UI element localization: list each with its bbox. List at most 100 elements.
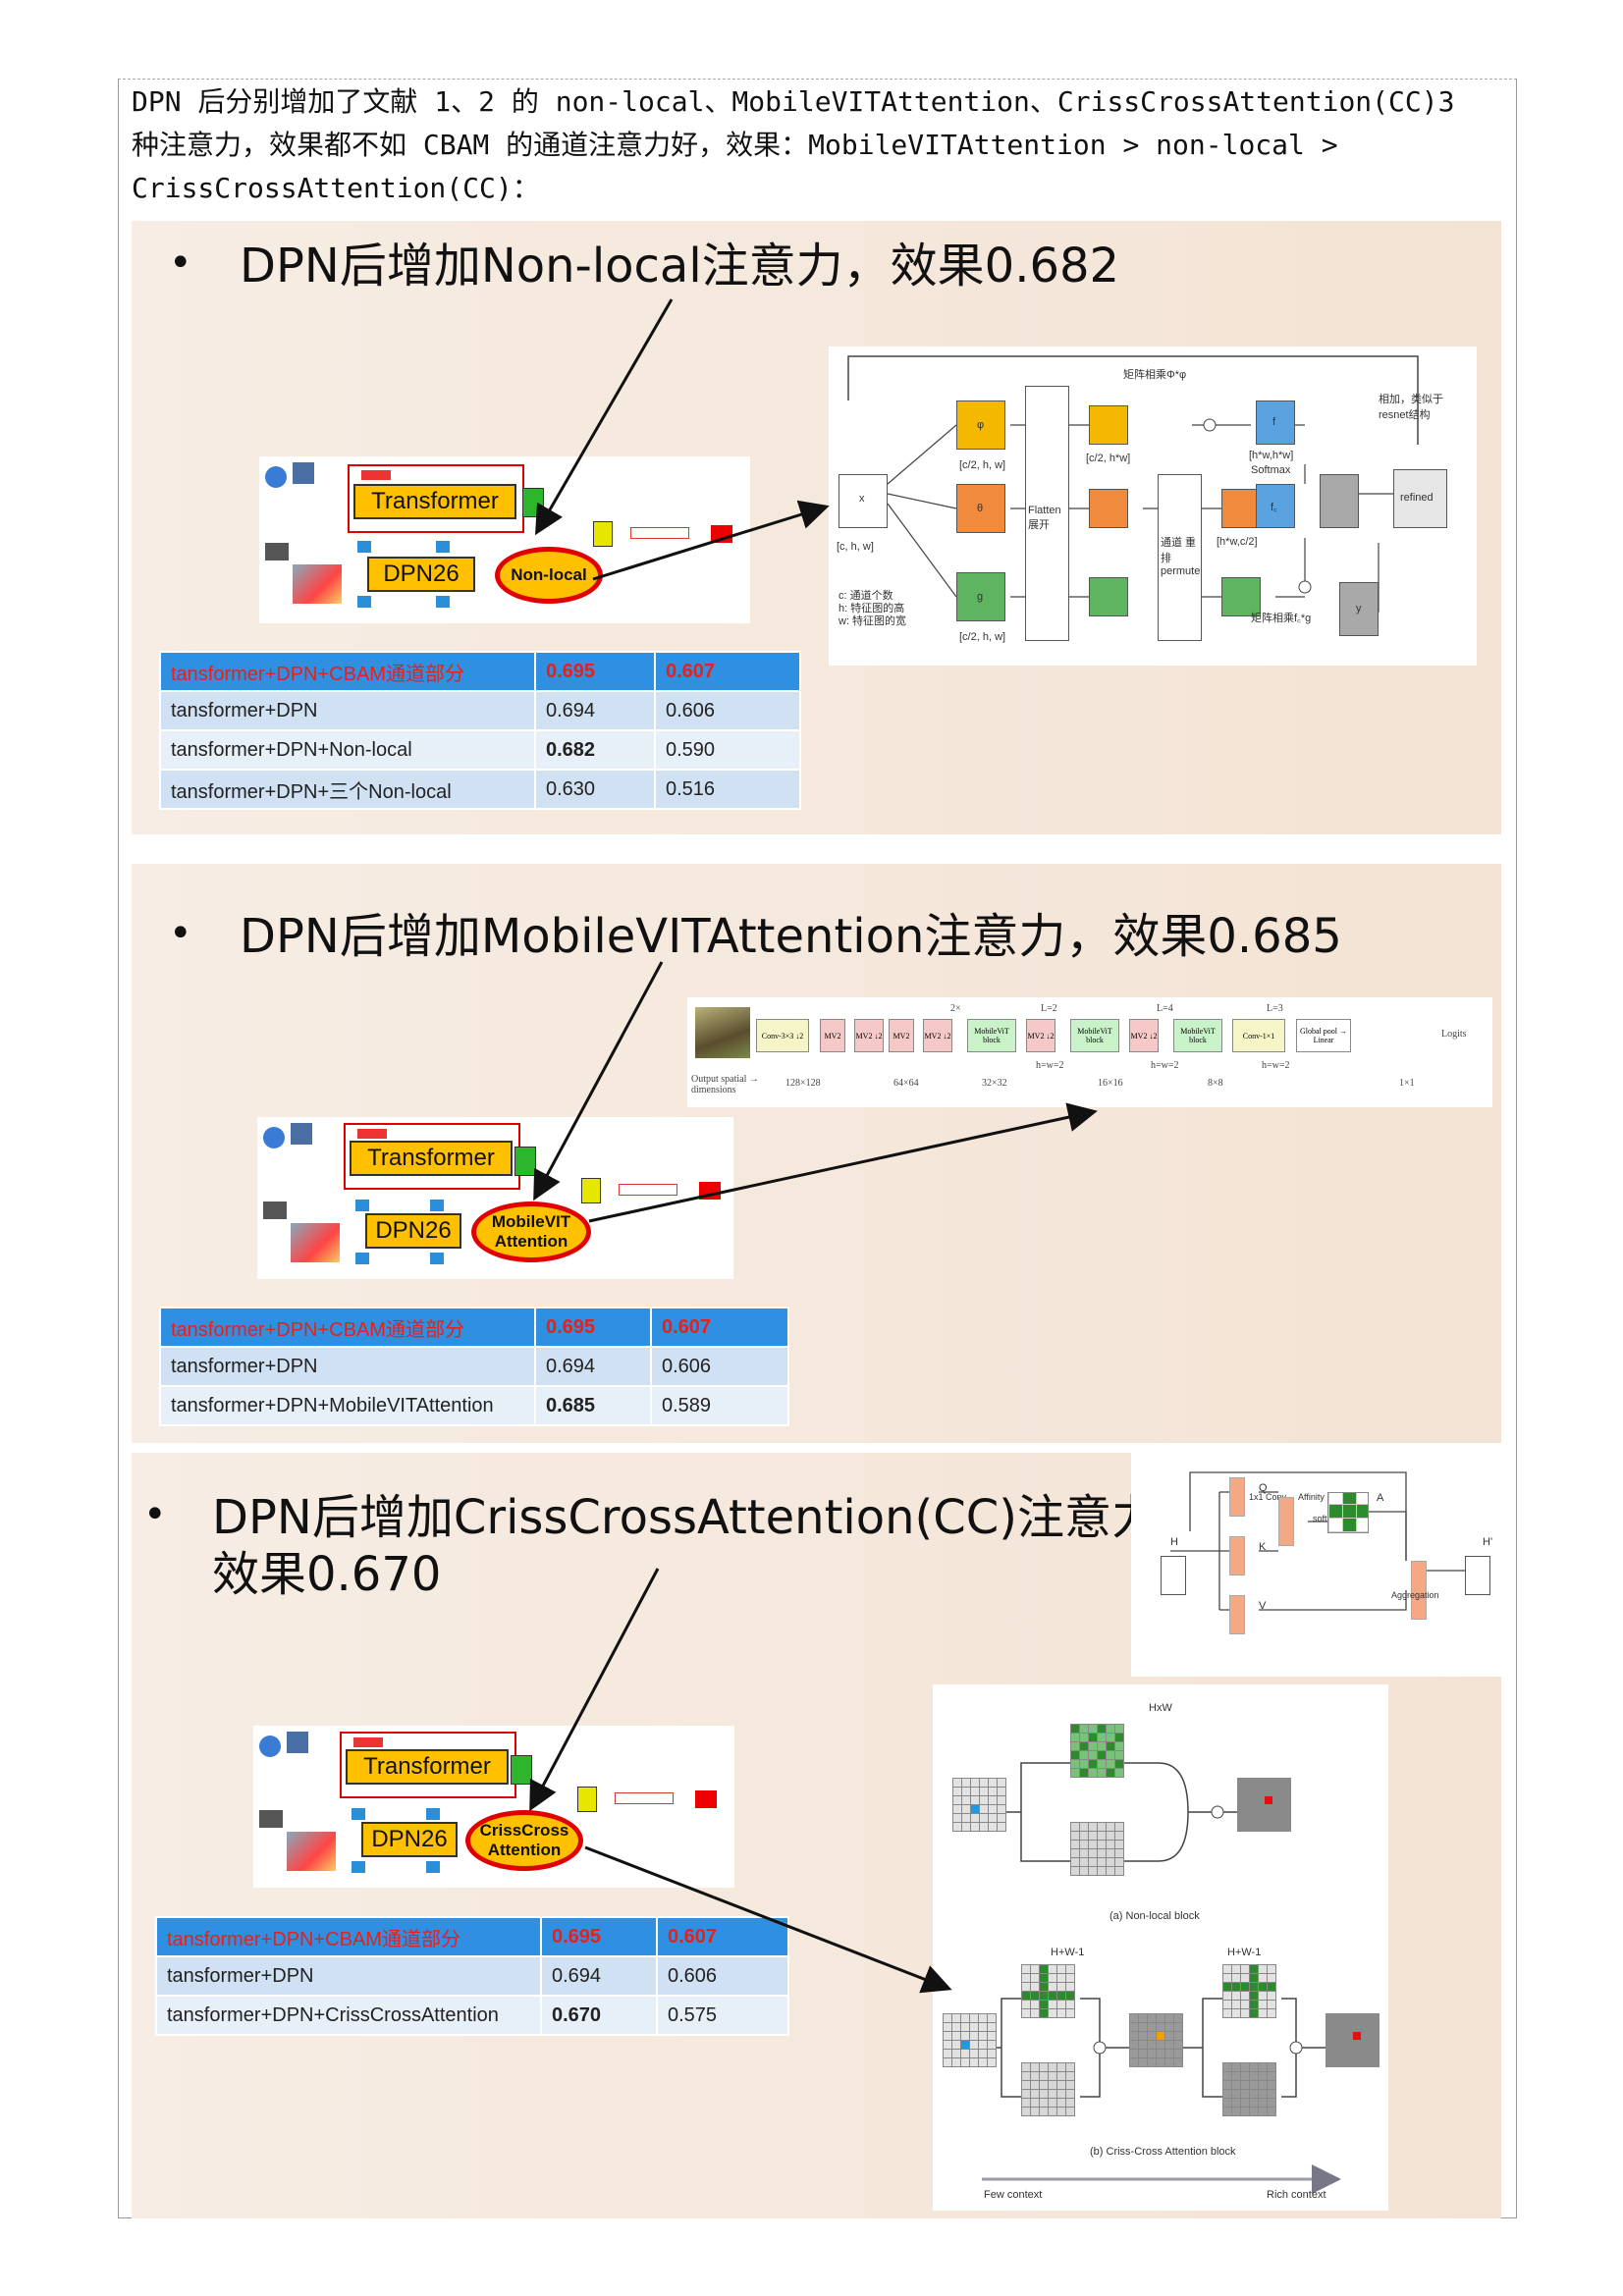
theta-flat xyxy=(1089,489,1128,528)
globe-icon xyxy=(263,1127,285,1148)
conv-label: 1x1 Conv xyxy=(1249,1492,1287,1502)
architecture-diagram: Transformer DPN26 Non-local xyxy=(259,456,750,623)
l-label: L=4 xyxy=(1157,1003,1173,1014)
rich-context-label: Rich context xyxy=(1267,2189,1326,2201)
hw1-label: H+W-1 xyxy=(1227,1947,1262,1958)
theta-cube: θ xyxy=(956,484,1005,533)
dims-label: 1×1 xyxy=(1399,1078,1415,1089)
dims-label: [h*w,h*w] xyxy=(1249,450,1294,461)
matmul-label: 矩阵相乘Φ*φ xyxy=(1123,369,1187,381)
feature-grid xyxy=(1222,2062,1276,2116)
fc-layer xyxy=(619,1184,677,1196)
mobilevit-block: Global pool → Linear xyxy=(1296,1019,1351,1052)
yellow-block xyxy=(577,1787,597,1812)
yellow-block xyxy=(581,1178,601,1203)
blue-block xyxy=(436,541,450,553)
heatmap-icon xyxy=(287,1832,336,1871)
section-nonlocal: • DPN后增加Non-local注意力，效果0.682 Transformer… xyxy=(132,221,1501,834)
green-block xyxy=(511,1755,532,1785)
transformer-block: Transformer xyxy=(346,1749,509,1785)
feature-grid xyxy=(1325,2013,1380,2067)
q-label: Q xyxy=(1259,1482,1268,1494)
satellite-icon xyxy=(287,1732,308,1753)
dims-label: 32×32 xyxy=(982,1078,1007,1089)
conv-block xyxy=(1229,1477,1245,1517)
hprime-label: H' xyxy=(1483,1536,1493,1548)
g-perm xyxy=(1221,577,1261,616)
feature-grid xyxy=(1070,1822,1124,1876)
l-label: L=2 xyxy=(1041,1003,1057,1014)
affinity-block xyxy=(1278,1497,1294,1546)
mobilevit-block: MV2 ↓2 xyxy=(1026,1019,1055,1052)
transformer-block: Transformer xyxy=(353,484,516,519)
dpn26-block: DPN26 xyxy=(361,1822,458,1857)
a-label: A xyxy=(1377,1492,1384,1504)
input-image xyxy=(695,1007,750,1058)
affinity-label: Affinity xyxy=(1298,1492,1325,1502)
fc-layer xyxy=(615,1792,674,1804)
people-icon xyxy=(263,1201,287,1219)
mobilevit-block: MobileViT block xyxy=(1173,1019,1222,1052)
bullet: • xyxy=(169,911,192,956)
h-label: H xyxy=(1170,1536,1178,1548)
nonlocal-diagram: x [c, h, w] c: 通道个数 h: 特征图的高 w: 特征图的宽 φ … xyxy=(829,347,1477,666)
section-title: DPN后增加Non-local注意力，效果0.682 xyxy=(240,239,1120,294)
heatmap-icon xyxy=(291,1223,340,1262)
feature-grid xyxy=(1222,1964,1276,2018)
blue-block xyxy=(352,1861,365,1873)
mobilevit-block: MobileViT block xyxy=(1070,1019,1119,1052)
blue-block xyxy=(352,1808,365,1820)
grey-cube xyxy=(1320,474,1359,528)
section-title: 效果0.670 xyxy=(212,1547,442,1602)
l-label: L=3 xyxy=(1267,1003,1283,1014)
conv-block xyxy=(1229,1595,1245,1634)
caption-a: (a) Non-local block xyxy=(1109,1910,1200,1922)
g-cube: g xyxy=(956,572,1005,621)
logits-label: Logits xyxy=(1441,1029,1467,1040)
intro-line-3: CrissCrossAttention(CC)： xyxy=(132,172,540,204)
blue-block xyxy=(357,596,371,608)
dpn26-block: DPN26 xyxy=(367,557,475,592)
feature-grid xyxy=(1021,2062,1075,2116)
arrows xyxy=(533,961,1098,1223)
hw-label: h=w=2 xyxy=(1151,1060,1179,1071)
refined-cube: refined xyxy=(1393,469,1447,528)
dims-label: 8×8 xyxy=(1208,1078,1223,1089)
bullet: • xyxy=(143,1492,167,1537)
satellite-icon xyxy=(293,462,314,484)
feature-grid xyxy=(1021,1964,1075,2018)
arrows xyxy=(529,1568,952,1994)
dims-label: [h*w,c/2] xyxy=(1217,536,1258,548)
conv-block xyxy=(1229,1536,1245,1575)
dims-label: [c/2, h*w] xyxy=(1086,453,1131,464)
section-mobilevit: • DPN后增加MobileVITAttention注意力，效果0.685 Tr… xyxy=(132,864,1501,1443)
blue-block xyxy=(355,1253,369,1264)
note-label: 相加，类似于resnet结构 xyxy=(1379,394,1443,421)
phi-flat xyxy=(1089,405,1128,445)
dims-label: [c, h, w] xyxy=(837,541,874,553)
blue-block xyxy=(430,1253,444,1264)
feature-grid xyxy=(943,2013,997,2067)
section-crisscross: • DPN后增加CrissCrossAttention(CC)注意力 效果0.6… xyxy=(132,1453,1501,2218)
caption-b: (b) Criss-Cross Attention block xyxy=(1090,2146,1236,2158)
legend-label: c: 通道个数 xyxy=(839,590,893,602)
comparison-lines xyxy=(982,1762,1341,2194)
k-label: K xyxy=(1259,1541,1267,1553)
matmul-label: 矩阵相乘f꜀*g xyxy=(1251,613,1312,624)
mobilevit-block: MV2 ↓2 xyxy=(854,1019,884,1052)
red-patch xyxy=(353,1737,383,1747)
dims-label: 128×128 xyxy=(785,1078,821,1089)
feature-grid xyxy=(1129,2013,1183,2067)
mobilevit-block: MobileViT block xyxy=(967,1019,1016,1052)
